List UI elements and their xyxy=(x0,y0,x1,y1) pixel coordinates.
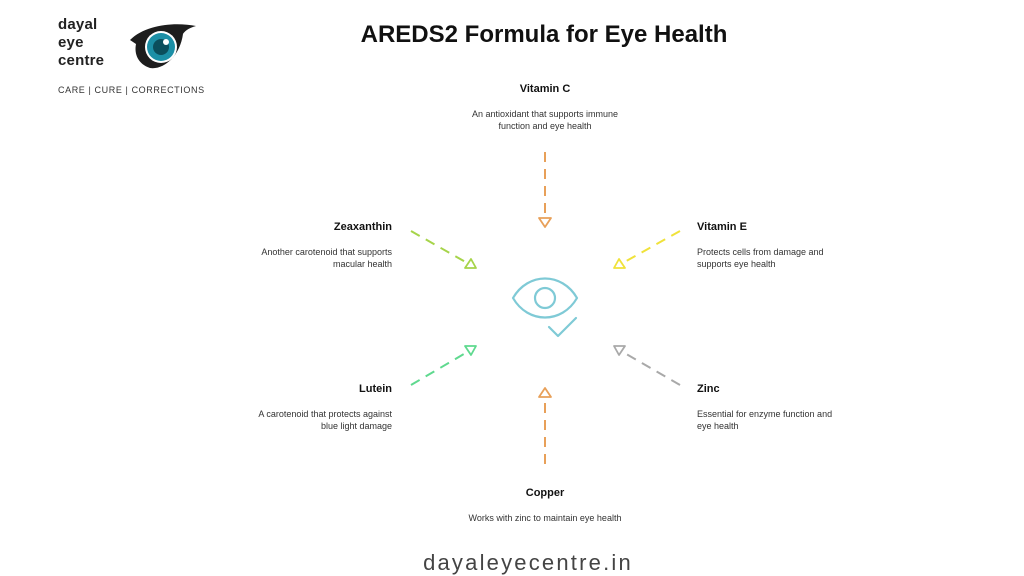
arrowhead-lutein xyxy=(464,345,477,356)
logo-line-1: dayal xyxy=(58,16,98,33)
arrow-zeaxanthin xyxy=(410,230,470,265)
logo-line-2: eye xyxy=(58,34,84,51)
arrow-vitamin-e xyxy=(620,230,681,265)
eye-check-icon xyxy=(511,277,579,338)
node-vitamin-c-description: An antioxidant that supports immune func… xyxy=(471,109,619,131)
node-zeaxanthin: Zeaxanthin Another carotenoid that suppo… xyxy=(242,221,392,270)
node-vitamin-c: Vitamin C An antioxidant that supports i… xyxy=(465,83,625,132)
eye-logo-icon xyxy=(130,24,196,69)
node-copper-description: Works with zinc to maintain eye health xyxy=(468,513,622,523)
node-lutein-description: A carotenoid that protects against blue … xyxy=(258,409,392,431)
node-zinc-description: Essential for enzyme function and eye he… xyxy=(697,409,833,431)
arrowhead-vitamin-e xyxy=(613,258,626,269)
node-zinc-label: Zinc xyxy=(697,383,720,395)
arrowhead-vitamin-c xyxy=(538,217,552,228)
page-title: AREDS2 Formula for Eye Health xyxy=(360,21,728,48)
arrowhead-copper xyxy=(538,387,552,398)
node-zeaxanthin-description: Another carotenoid that supports macular… xyxy=(261,247,392,269)
arrowhead-zeaxanthin xyxy=(464,258,477,269)
node-copper-label: Copper xyxy=(525,487,565,499)
node-vitamin-e: Vitamin E Protects cells from damage and… xyxy=(697,221,847,270)
node-vitamin-c-label: Vitamin C xyxy=(519,83,571,95)
node-lutein: Lutein A carotenoid that protects agains… xyxy=(242,383,392,432)
arrowhead-zinc xyxy=(613,345,626,356)
node-copper: Copper Works with zinc to maintain eye h… xyxy=(465,487,625,525)
logo-line-3: centre xyxy=(58,52,105,69)
node-zeaxanthin-label: Zeaxanthin xyxy=(333,221,392,233)
website-url[interactable]: dayaleyecentre.in xyxy=(423,550,633,575)
logo-tagline: CARE | CURE | CORRECTIONS xyxy=(58,85,205,95)
logo-wordmark: dayal eye centre xyxy=(58,16,138,70)
arrow-lutein xyxy=(410,350,470,386)
arrow-zinc xyxy=(620,350,681,386)
node-vitamin-e-label: Vitamin E xyxy=(697,221,747,233)
node-lutein-label: Lutein xyxy=(359,383,392,395)
node-vitamin-e-description: Protects cells from damage and supports … xyxy=(697,247,824,269)
node-zinc: Zinc Essential for enzyme function and e… xyxy=(697,383,847,432)
